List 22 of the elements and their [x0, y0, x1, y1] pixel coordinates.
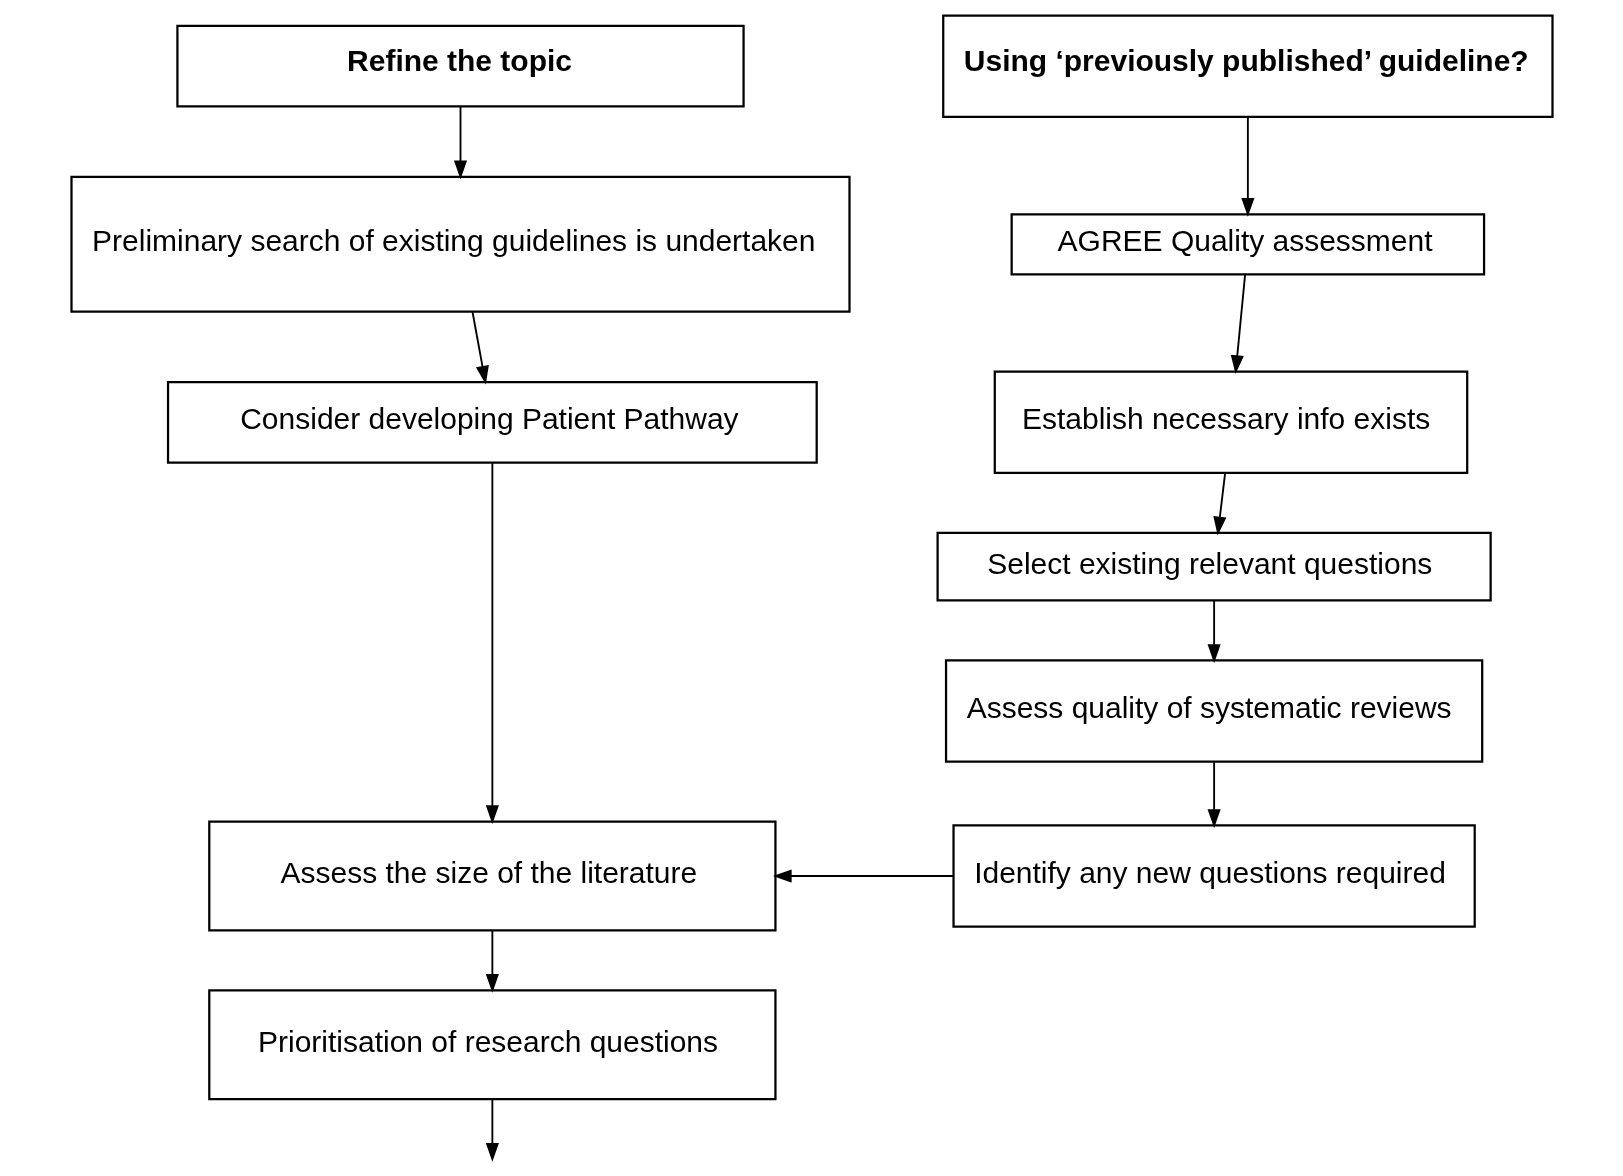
node-box: Assess quality of systematic reviews — [944, 659, 1483, 763]
arrow — [1207, 761, 1221, 829]
arrow — [1240, 116, 1254, 217]
node-box: AGREE Quality assessment — [1010, 213, 1485, 276]
node-box: Preliminary search of existing guidelines is undertaken — [69, 175, 851, 313]
node-box: Identify any new questions required — [951, 824, 1476, 928]
arrow — [1212, 472, 1226, 536]
arrow — [1207, 599, 1221, 664]
node-box: Prioritisation of research questions — [207, 989, 777, 1101]
node-box: Using ‘previously published’ guideline? — [941, 14, 1554, 118]
node-box: Consider developing Patient Pathway — [166, 380, 818, 464]
node-box: Assess the size of the literature — [207, 820, 777, 932]
arrow — [471, 311, 489, 385]
arrow — [772, 869, 954, 883]
arrow — [485, 462, 499, 824]
arrow — [453, 105, 467, 180]
arrow — [485, 1098, 499, 1162]
arrow — [1230, 274, 1246, 374]
arrow — [485, 930, 499, 993]
node-box: Refine the topic — [175, 24, 745, 108]
node-box: Establish necessary info exists — [993, 370, 1468, 475]
node-box: Select existing relevant questions — [935, 531, 1492, 602]
